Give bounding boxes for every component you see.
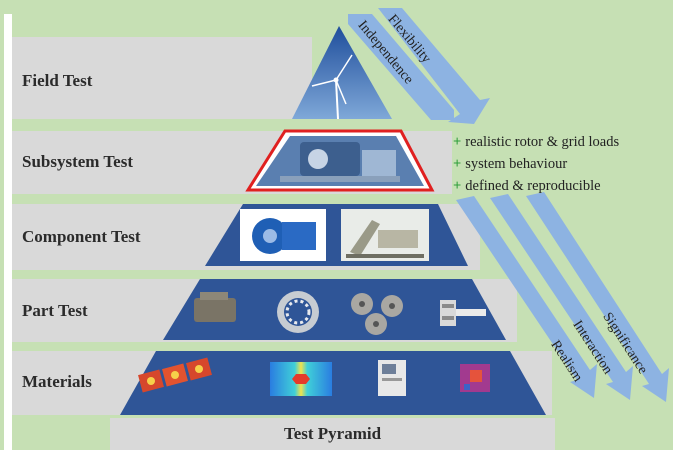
benefit-item: +realistic rotor & grid loads: [453, 134, 620, 150]
gearbox-image: [240, 209, 326, 261]
benefit-item: +defined & reproducible: [453, 178, 601, 194]
base-bar: [110, 418, 555, 450]
row-bar-field: [12, 37, 312, 119]
shaft-part-image: [440, 300, 486, 326]
wind-turbine-icon: [311, 54, 353, 120]
arrow-interaction: [490, 194, 633, 400]
level-label-part: Part Test: [22, 301, 88, 320]
arrow-flexibility: [378, 8, 490, 124]
housing-part-image: [194, 292, 236, 322]
gear-discs-image: [351, 293, 403, 335]
benefit-item: +system behaviour: [453, 156, 568, 172]
arrow-significance: [526, 192, 669, 402]
subsystem-benefits-list: +realistic rotor & grid loads +system be…: [453, 131, 619, 197]
bottom-arrows: [456, 192, 669, 402]
top-arrows: [348, 8, 490, 124]
component-rig-image: [341, 209, 429, 261]
stress-sim-image: [270, 362, 332, 396]
arrow-realism: [456, 196, 597, 398]
tier-field: [292, 26, 392, 119]
plus-icon: +: [453, 156, 462, 172]
level-label-field: Field Test: [22, 71, 93, 90]
fem-samples-image: [138, 357, 212, 393]
level-label-materials: Materials: [22, 372, 92, 391]
left-frame-strip: [4, 14, 12, 450]
bearing-image: [277, 291, 319, 333]
level-label-subsystem: Subsystem Test: [22, 152, 134, 171]
test-bench-image: [256, 136, 424, 186]
plus-icon: +: [453, 178, 462, 194]
pyramid-title: Test Pyramid: [283, 424, 382, 443]
level-label-component: Component Test: [22, 227, 141, 246]
arrow-independence: [348, 14, 454, 120]
tier-part: [163, 279, 506, 340]
tier-materials: [120, 351, 546, 415]
material-block-image: [460, 364, 490, 392]
test-machine-image: [378, 360, 406, 396]
plus-icon: +: [453, 134, 462, 150]
